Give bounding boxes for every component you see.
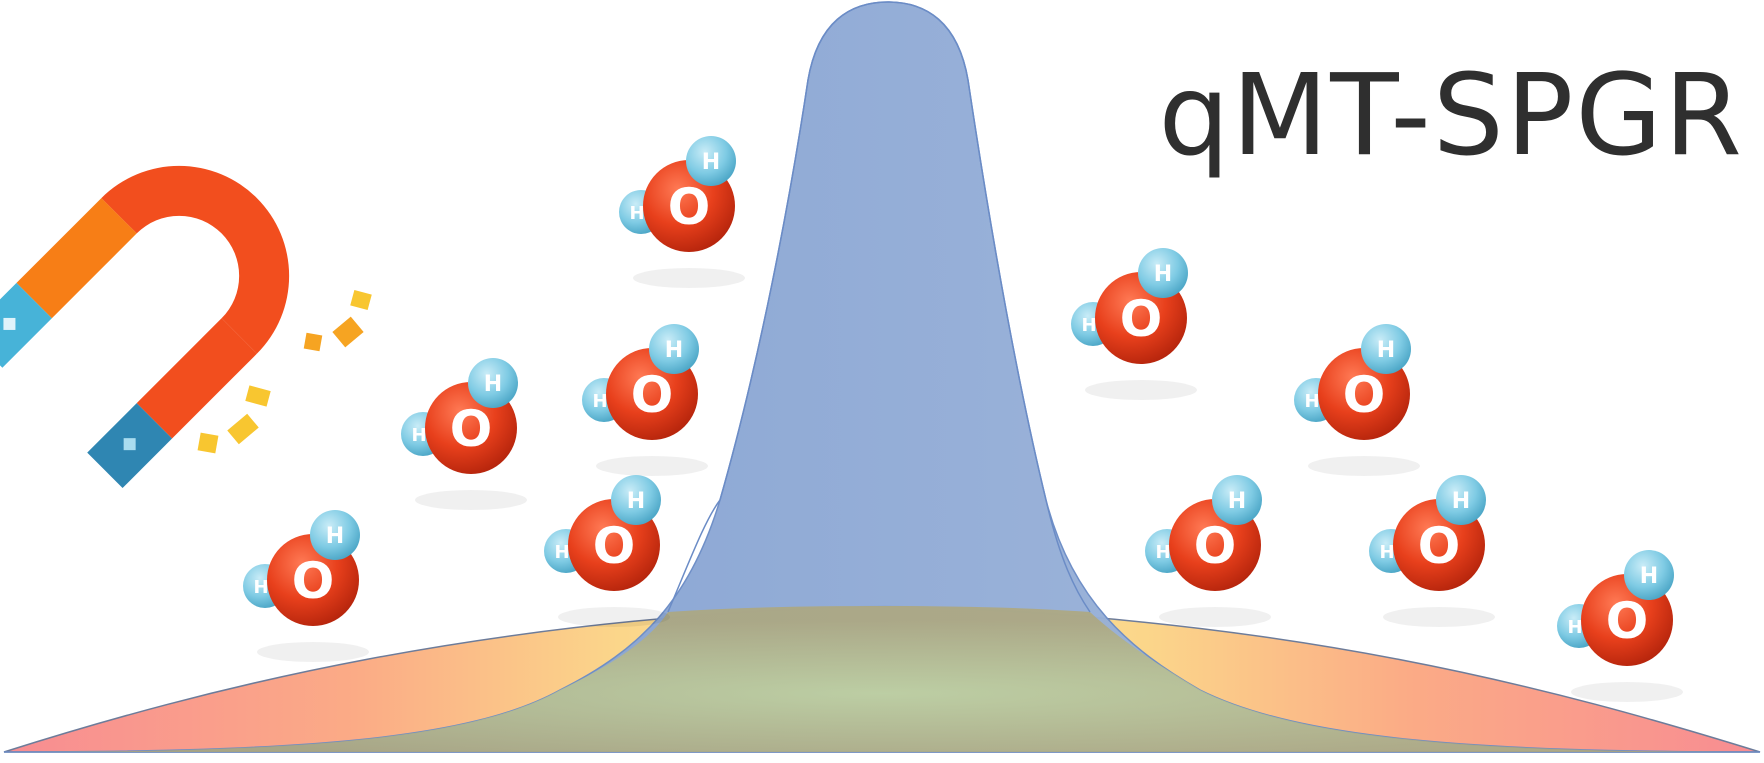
hydrogen-label: H: [592, 391, 607, 412]
oxygen-label: O: [1418, 517, 1461, 575]
hydrogen-label: H: [1304, 391, 1319, 412]
oxygen-label: O: [450, 400, 493, 458]
hydrogen-label: H: [1567, 617, 1582, 638]
oxygen-label: O: [1120, 290, 1163, 348]
hydrogen-label: H: [1452, 489, 1470, 514]
water-molecule-icon: OHH: [243, 510, 369, 662]
water-molecule-icon: OHH: [1294, 324, 1420, 476]
hydrogen-label: H: [484, 372, 502, 397]
hydrogen-label: H: [1155, 542, 1170, 563]
hydrogen-label: H: [702, 150, 720, 175]
hydrogen-label: H: [1640, 564, 1658, 589]
hydrogen-label: H: [1154, 262, 1172, 287]
hydrogen-label: H: [326, 524, 344, 549]
oxygen-label: O: [1194, 517, 1237, 575]
hydrogen-label: H: [1379, 542, 1394, 563]
hydrogen-label: H: [627, 489, 645, 514]
hydrogen-label: H: [665, 338, 683, 363]
water-molecule-icon: OHH: [619, 136, 745, 288]
water-molecule-icon: OHH: [1145, 475, 1271, 627]
hydrogen-label: H: [253, 577, 268, 598]
water-molecule-icon: OHH: [1071, 248, 1197, 400]
oxygen-label: O: [1606, 592, 1649, 650]
title-text: qMT-SPGR: [1158, 51, 1744, 181]
water-molecule-icon: OHH: [401, 358, 527, 510]
oxygen-label: O: [292, 552, 335, 610]
oxygen-label: O: [1343, 366, 1386, 424]
water-molecule-icon: OHH: [1557, 550, 1683, 702]
hydrogen-label: H: [1228, 489, 1246, 514]
oxygen-label: O: [593, 517, 636, 575]
water-molecule-icon: OHH: [582, 324, 708, 476]
overlap-region: [4, 606, 1760, 752]
water-molecule-icon: OHH: [1369, 475, 1495, 627]
water-molecule-icon: OHH: [544, 475, 670, 627]
hydrogen-label: H: [1377, 338, 1395, 363]
oxygen-label: O: [668, 178, 711, 236]
oxygen-label: O: [631, 366, 674, 424]
hydrogen-label: H: [411, 425, 426, 446]
hydrogen-label: H: [554, 542, 569, 563]
magnet-sparks: [197, 289, 372, 454]
hydrogen-label: H: [1081, 315, 1096, 336]
magnet-icon: [0, 165, 290, 488]
hydrogen-label: H: [629, 203, 644, 224]
